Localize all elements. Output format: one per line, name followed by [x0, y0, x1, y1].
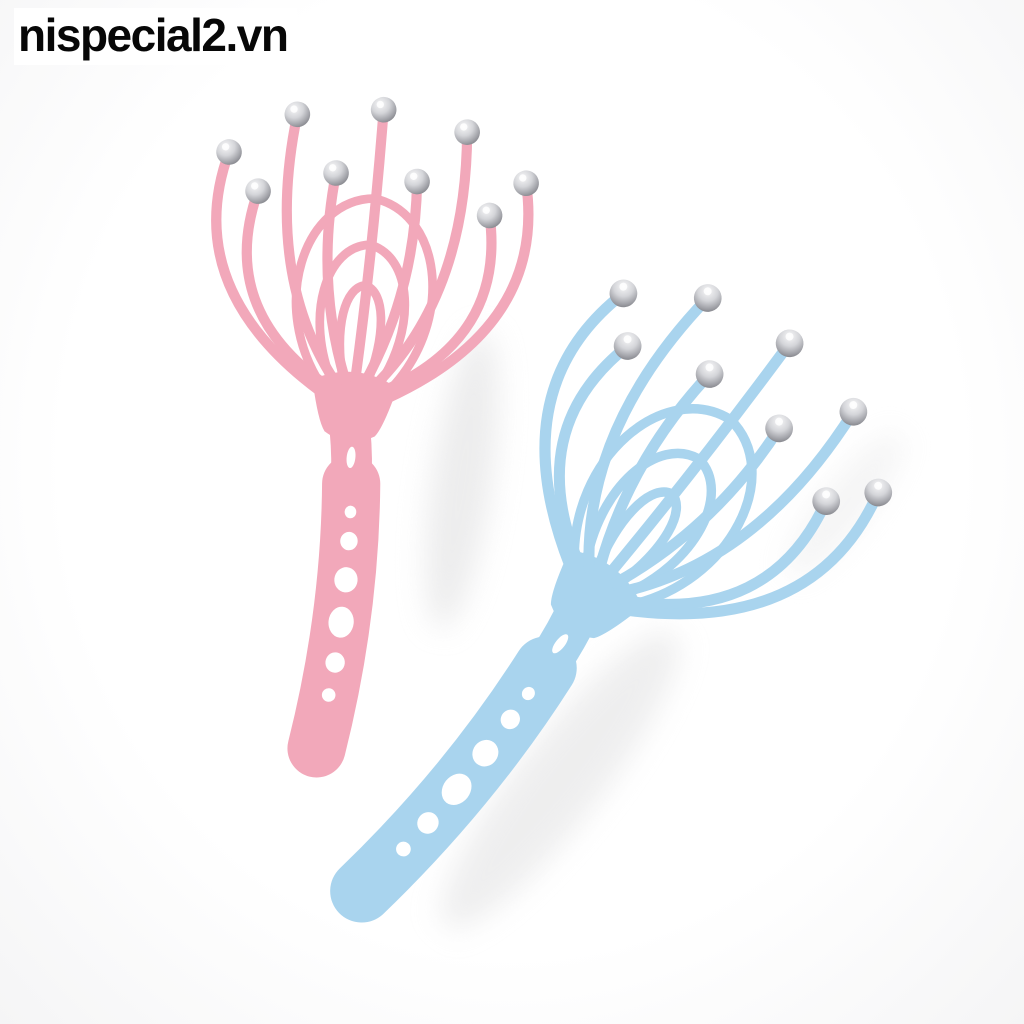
watermark-text: nispecial2.vn — [14, 8, 298, 65]
blue-massager-head-shadow — [786, 432, 904, 578]
blue-massager-shadow — [441, 631, 679, 929]
pink-massager-shadow — [425, 331, 499, 629]
